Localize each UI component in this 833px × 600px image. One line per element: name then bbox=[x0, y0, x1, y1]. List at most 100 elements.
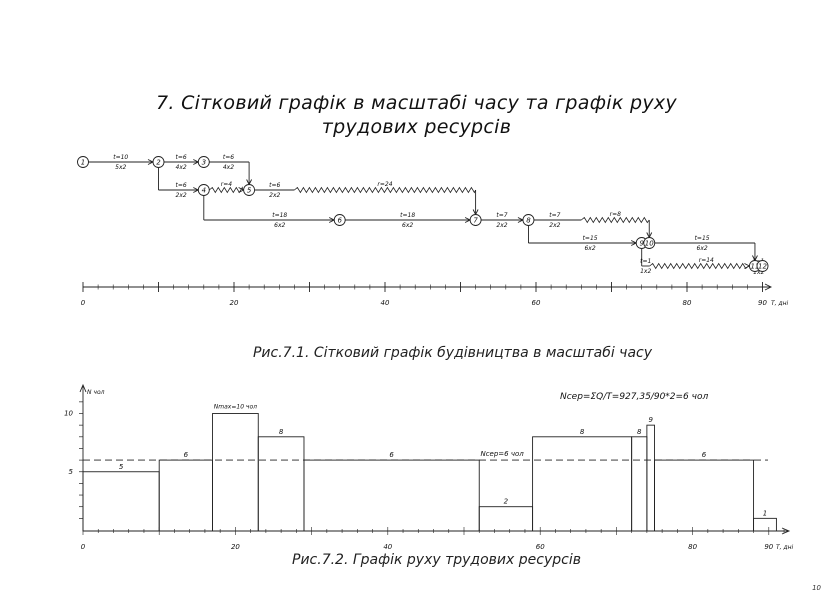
event-node-label-9: 9 bbox=[639, 240, 644, 248]
resource-bar-2 bbox=[212, 413, 259, 532]
activity-resources-9: 6x2 bbox=[584, 245, 595, 252]
activity-resources-7: 2x2 bbox=[496, 222, 507, 229]
activity-duration-11: t=1 bbox=[640, 258, 651, 265]
activity-duration-9: t=15 bbox=[583, 235, 598, 242]
float-9-11 bbox=[649, 262, 749, 270]
resource-bar-label-6: 8 bbox=[580, 428, 585, 436]
activity-resources-11: 1x2 bbox=[640, 268, 651, 275]
resource-caption: Рис.7.2. Графік руху трудових ресурсів bbox=[292, 552, 581, 568]
resource-bar-3 bbox=[257, 436, 305, 532]
float-label-5: r=24 bbox=[377, 181, 392, 188]
x-tick-label-4: 80 bbox=[688, 543, 697, 551]
y-tick-label-1: 10 bbox=[64, 410, 73, 418]
float-label-4: r=4 bbox=[221, 181, 232, 188]
x-tick-label-1: 20 bbox=[231, 543, 240, 551]
page-title-line1: 7. Сітковий графік в масштабі часу та гр… bbox=[156, 92, 677, 114]
resource-formula: Nсер=ΣQ/T=927,35/90*2=6 чол bbox=[560, 392, 708, 402]
activity-resources-5: 6x2 bbox=[274, 222, 285, 229]
resource-bar-5 bbox=[478, 506, 534, 532]
activity-resources-12: 1x2 bbox=[753, 269, 764, 276]
activity-resources-6: 6x2 bbox=[402, 222, 413, 229]
network-axis-label-0: 0 bbox=[81, 299, 86, 307]
activity-resources-2: 4x2 bbox=[223, 164, 234, 171]
resource-bar-0 bbox=[82, 471, 160, 532]
event-node-10 bbox=[643, 237, 656, 249]
event-node-4 bbox=[197, 184, 210, 196]
network-axis-label-5: 90 bbox=[758, 299, 767, 307]
activity-resources-4: 2x2 bbox=[269, 192, 280, 199]
activity-resources-8: 2x2 bbox=[549, 222, 560, 229]
resource-bar-label-1: 6 bbox=[184, 451, 189, 459]
network-axis-arrow bbox=[764, 283, 773, 291]
x-axis-unit: Т, дні bbox=[776, 544, 794, 551]
event-node-label-3: 3 bbox=[202, 159, 206, 167]
activity-resources-3: 2x2 bbox=[176, 192, 187, 199]
network-caption: Рис.7.1. Сітковий графік будівництва в м… bbox=[252, 345, 653, 361]
x-tick-label-3: 60 bbox=[536, 543, 545, 551]
resource-bar-label-10: 1 bbox=[763, 509, 767, 517]
event-node-label-8: 8 bbox=[526, 217, 531, 225]
activity-duration-7: t=7 bbox=[496, 212, 507, 219]
y-axis-label: N чол bbox=[87, 389, 105, 396]
event-node-label-11: 11 bbox=[750, 263, 759, 271]
event-node-6 bbox=[333, 214, 346, 226]
event-node-label-1: 1 bbox=[81, 159, 85, 167]
network-axis-unit: Т, дні bbox=[771, 300, 789, 307]
page-title-line2: трудових ресурсів bbox=[321, 116, 512, 138]
resource-bar-6 bbox=[532, 436, 633, 532]
network-axis-label-1: 20 bbox=[230, 299, 239, 307]
network-axis-label-4: 80 bbox=[683, 299, 692, 307]
activity-duration-5: t=18 bbox=[272, 212, 287, 219]
activity-duration-6: t=18 bbox=[400, 212, 415, 219]
float-8-10 bbox=[581, 216, 650, 224]
resource-bar-9 bbox=[654, 459, 755, 532]
resource-bar-label-8: 9 bbox=[648, 416, 653, 424]
activity-duration-10: t=15 bbox=[695, 235, 710, 242]
activity-resources-1: 4x2 bbox=[176, 164, 187, 171]
event-node-label-4: 4 bbox=[202, 187, 206, 195]
resource-bar-label-0: 5 bbox=[119, 463, 124, 471]
event-node-label-6: 6 bbox=[337, 217, 342, 225]
network-axis-label-3: 60 bbox=[532, 299, 541, 307]
resource-bar-10 bbox=[753, 517, 777, 532]
event-node-label-2: 2 bbox=[156, 159, 161, 167]
resource-bar-label-9: 6 bbox=[702, 451, 707, 459]
float-label-9: r=14 bbox=[699, 257, 714, 264]
event-node-5 bbox=[243, 184, 256, 196]
event-node-8 bbox=[522, 214, 535, 226]
x-tick-label-2: 40 bbox=[383, 543, 392, 551]
page-number: 10 bbox=[812, 584, 821, 592]
resource-bar-label-5: 2 bbox=[504, 498, 509, 506]
activity-duration-0: t=10 bbox=[113, 154, 128, 161]
resource-bar-label-3: 8 bbox=[279, 428, 284, 436]
activity-resources-0: 5x2 bbox=[115, 164, 126, 171]
float-5-7 bbox=[294, 186, 476, 194]
max-label: Nmax=10 чол bbox=[214, 404, 257, 411]
event-node-label-5: 5 bbox=[247, 187, 252, 195]
network-axis-label-2: 40 bbox=[381, 299, 390, 307]
y-axis-arrow bbox=[79, 383, 87, 393]
event-node-12 bbox=[756, 260, 769, 272]
event-node-label-10: 10 bbox=[645, 240, 654, 248]
x-tick-label-5: 90 bbox=[764, 543, 773, 551]
activity-duration-2: t=6 bbox=[223, 154, 234, 161]
average-label: Nсер=6 чол bbox=[480, 450, 524, 458]
x-tick-label-0: 0 bbox=[81, 543, 86, 551]
resource-bar-label-7: 8 bbox=[637, 428, 642, 436]
float-label-8: r=8 bbox=[610, 211, 621, 218]
activity-resources-10: 6x2 bbox=[697, 245, 708, 252]
resource-bar-4 bbox=[303, 459, 480, 532]
event-node-2 bbox=[152, 156, 165, 168]
event-node-3 bbox=[197, 156, 210, 168]
activity-duration-1: t=6 bbox=[176, 154, 187, 161]
resource-bar-label-4: 6 bbox=[389, 451, 394, 459]
resource-bar-7 bbox=[631, 436, 648, 532]
y-tick-label-0: 5 bbox=[69, 468, 74, 476]
event-node-1 bbox=[77, 156, 89, 168]
event-node-label-12: 12 bbox=[758, 263, 767, 271]
resource-bar-1 bbox=[158, 459, 213, 532]
activity-duration-8: t=7 bbox=[549, 212, 560, 219]
resource-bar-8 bbox=[646, 424, 655, 532]
